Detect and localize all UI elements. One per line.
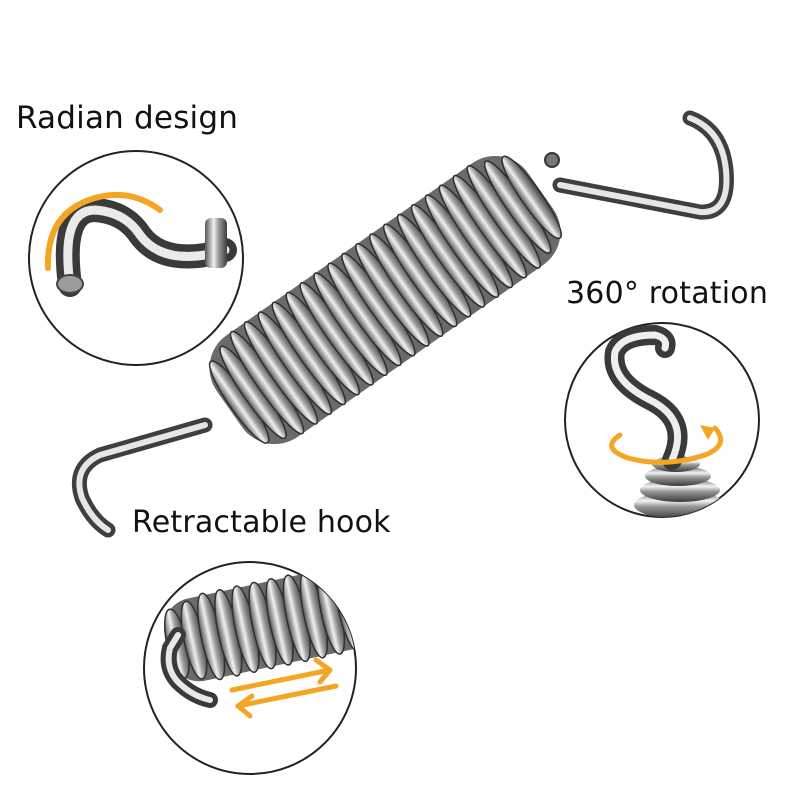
rotation-label: 360° rotation (566, 276, 769, 311)
radian-callout (28, 150, 244, 366)
rotation-arrow-icon (609, 425, 724, 465)
retract-callout (143, 561, 399, 775)
retractable-hook-label: Retractable hook (132, 505, 391, 540)
coil-turn (351, 564, 356, 644)
curved-arrow-icon (44, 191, 163, 271)
rotation-callout (564, 322, 760, 518)
coil-turn (501, 155, 562, 240)
main-spring (71, 110, 734, 538)
coil-turn (365, 564, 399, 637)
right-hook (552, 110, 734, 220)
radian-design-label: Radian design (16, 100, 239, 136)
double-arrow-icon (229, 657, 339, 719)
